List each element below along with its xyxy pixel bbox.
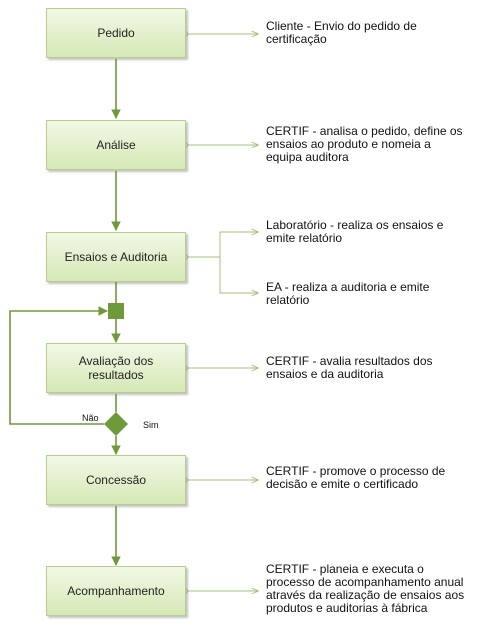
step-concessao: Concessão	[46, 455, 186, 505]
step-acompanhamento-label: Acompanhamento	[67, 584, 165, 598]
decision-diamond	[104, 412, 128, 436]
note-connector-ea	[219, 257, 258, 293]
decision-yes-label: Sim	[143, 420, 159, 430]
note-connector-laboratorio	[186, 232, 258, 258]
note-acompanhamento: CERTIF - planeia e executa o processo de…	[266, 562, 465, 615]
step-avaliacao-label: Avaliação dos resultados	[78, 354, 154, 382]
merge-junction	[108, 303, 124, 319]
step-ensaios-label: Ensaios e Auditoria	[64, 250, 168, 264]
note-avaliacao: CERTIF - avalia resultados dos ensaios e…	[266, 354, 433, 381]
step-pedido-label: Pedido	[97, 26, 135, 40]
step-ensaios-auditoria: Ensaios e Auditoria	[46, 232, 186, 282]
decision-no-label: Não	[82, 413, 99, 423]
step-concessao-label: Concessão	[85, 473, 147, 487]
step-pedido: Pedido	[46, 8, 186, 58]
note-concessao: CERTIF - promove o processo de decisão e…	[266, 464, 446, 491]
note-laboratorio: Laboratório - realiza os ensaios e emite…	[266, 218, 444, 245]
step-acompanhamento: Acompanhamento	[46, 566, 186, 616]
step-analise: Análise	[46, 120, 186, 170]
step-avaliacao: Avaliação dos resultados	[46, 343, 186, 393]
step-analise-label: Análise	[96, 138, 136, 152]
note-analise: CERTIF - analisa o pedido, define os ens…	[266, 124, 463, 164]
note-ea: EA - realiza a auditoria e emite relatór…	[266, 280, 430, 307]
loop-back-arrow	[9, 306, 108, 425]
note-pedido: Cliente - Envio do pedido de certificaçã…	[266, 19, 417, 46]
